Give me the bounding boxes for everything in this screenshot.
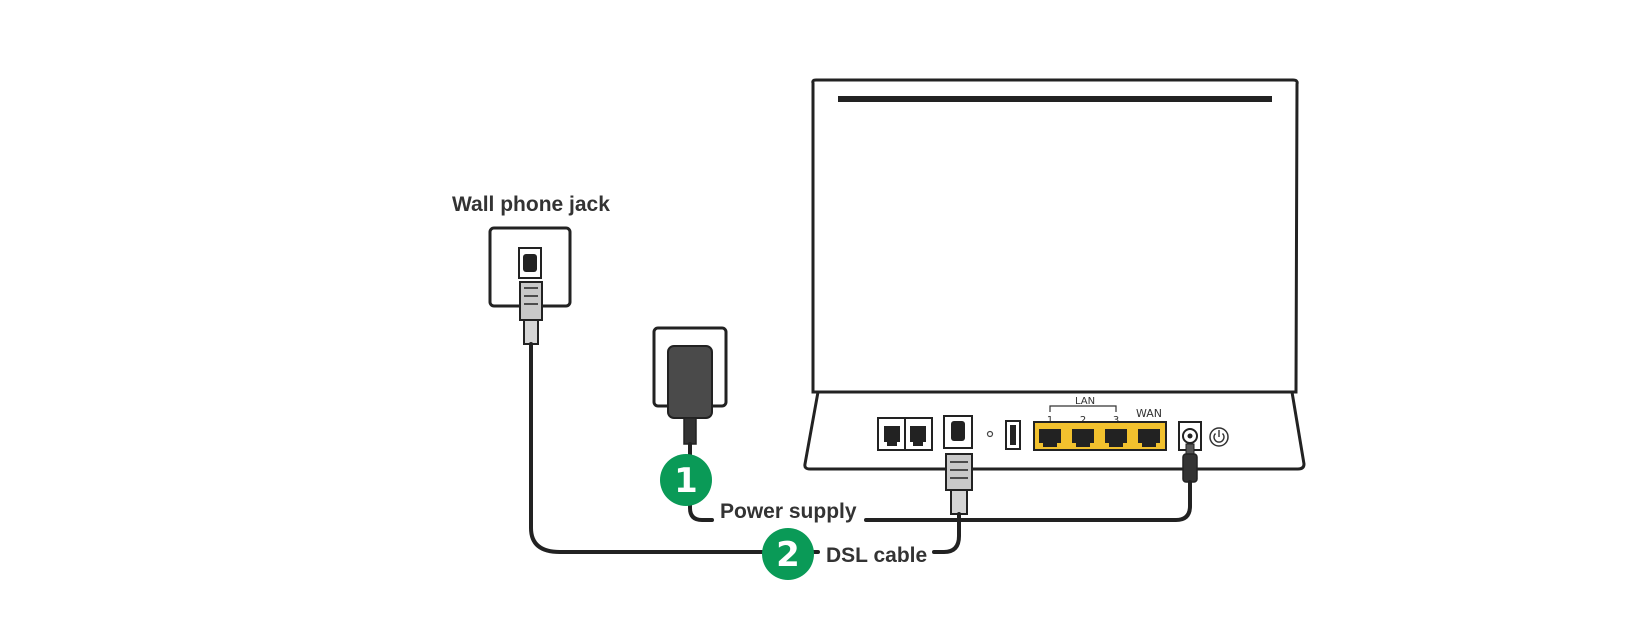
dc-power-port <box>1178 421 1202 451</box>
step-number-1: 1 <box>674 461 698 501</box>
wan-label: WAN <box>1136 407 1162 420</box>
dsl-port <box>943 415 973 449</box>
dsl-cable-label: DSL cable <box>826 544 927 567</box>
dsl-wall-connector <box>519 281 543 345</box>
power-cable <box>688 442 1192 522</box>
lan-label-group: LAN 1 2 3 WAN <box>1047 396 1162 426</box>
lan-number-3: 3 <box>1113 415 1119 426</box>
power-adapter-icon <box>652 326 728 445</box>
power-supply-label: Power supply <box>720 500 857 523</box>
phone-ports <box>877 417 933 451</box>
reset-hole <box>986 430 994 438</box>
lan-label: LAN <box>1075 396 1095 407</box>
step-badge-1: 1 <box>660 454 712 506</box>
lan-number-1: 1 <box>1047 415 1053 426</box>
router-icon <box>803 78 1306 471</box>
wall-jack-label: Wall phone jack <box>452 193 610 216</box>
step-number-2: 2 <box>776 535 800 575</box>
usb-port <box>1005 420 1021 450</box>
wall-socket-icon <box>488 226 572 308</box>
step-badge-2: 2 <box>762 528 814 580</box>
ethernet-ports <box>1033 421 1167 451</box>
lan-number-2: 2 <box>1080 415 1086 426</box>
power-button-icon <box>1209 427 1229 447</box>
dsl-router-connector <box>945 453 973 515</box>
